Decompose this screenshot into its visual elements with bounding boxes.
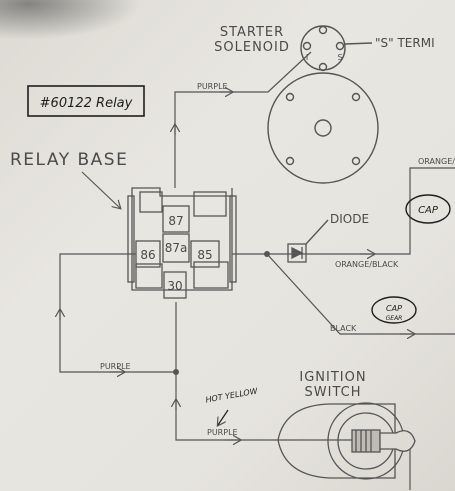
terminal-i-post [302,41,312,51]
relay-base [127,187,237,299]
pin-86-label: 86 [140,248,155,262]
cap-label-1: CAP [418,205,439,216]
cap-label-2: CAP [386,304,402,313]
pin-85-label: 85 [197,248,212,262]
purple-mid-wire [59,253,176,373]
terminal-s-label: S [337,53,342,62]
orange-black-wire [232,167,455,255]
purple-mid-label: PURPLE [100,362,131,371]
terminal-i-label: I [306,53,308,62]
black-wire [266,253,455,335]
cap-bubble-2 [371,296,417,324]
purple-top-label: PURPLE [197,82,228,91]
corner-shadow [0,0,140,40]
diode-symbol [287,219,329,263]
cap-bubble-1 [405,194,451,224]
pin-87a-label: 87a [165,241,188,255]
diode-label: DIODE [330,212,369,226]
pin-87-label: 87 [168,214,183,228]
relay-note: #60122 Relay [40,96,133,111]
wires [59,51,455,490]
solenoid-body [267,72,379,184]
s-terminal-label: "S" TERMI [375,36,435,50]
pin-30-label: 30 [167,279,182,293]
purple-top-wire [174,51,312,188]
purple-bottom-label: PURPLE [207,428,238,437]
pin-86-box [135,240,161,268]
junction-2 [173,369,179,375]
pin-87-box [162,205,190,233]
relay-base-arrow [81,171,120,208]
ignition-label-2: SWITCH [305,385,362,400]
starter-solenoid [267,25,379,184]
orange-black-label: ORANGE/BLACK [335,260,399,269]
pin-85-box [190,240,220,268]
orange-top-label: ORANGE/ [418,157,455,166]
junction-1 [264,251,270,257]
terminal-s-post [335,41,345,51]
ignition-label-1: IGNITION [299,370,366,385]
ignition-switch [277,402,416,480]
pin-30-box [163,271,187,299]
gear-label: GEAR [386,315,403,322]
pin-87a-box [162,233,190,263]
solenoid-center [314,119,332,137]
hot-yellow-note: HOT YELLOW [205,386,259,404]
starter-label-2: SOLENOID [214,40,290,55]
starter-label-1: STARTER [220,25,284,40]
black-label: BLACK [330,324,357,333]
relay-note-box [27,85,145,117]
relay-base-label: RELAY BASE [10,150,128,170]
hot-yellow-arrow [218,409,229,425]
